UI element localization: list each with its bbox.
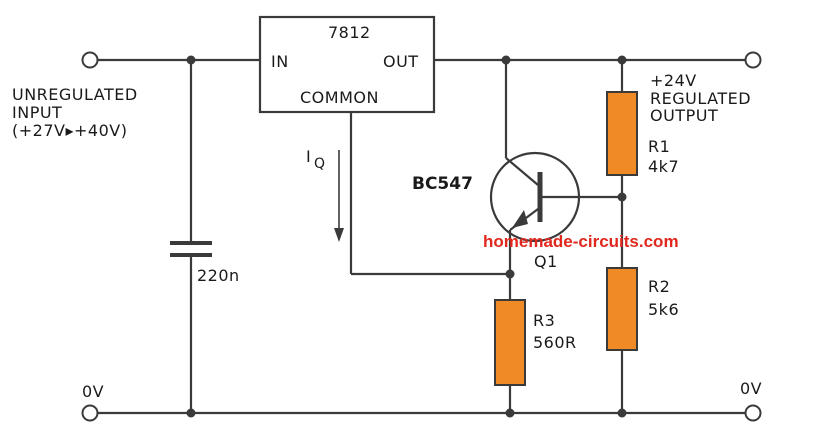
transistor-ref: Q1 xyxy=(534,252,558,271)
transistor-body xyxy=(489,151,581,243)
junction-dot xyxy=(617,192,627,202)
junction-dot xyxy=(505,408,515,418)
iq-symbol: I xyxy=(306,147,311,166)
regulator-common-pin: COMMON xyxy=(300,88,379,107)
resistor-r2: R2 5k6 xyxy=(606,267,679,351)
ground-terminal-left xyxy=(81,404,99,422)
regulator-in-pin: IN xyxy=(271,52,289,71)
input-label-line2: INPUT xyxy=(12,103,62,122)
input-label: UNREGULATED INPUT (+27V▸+40V) xyxy=(12,85,138,140)
junction-dot xyxy=(186,55,196,65)
junction-dot xyxy=(617,408,627,418)
ground-terminal-right xyxy=(744,404,762,422)
quiescent-current-arrow: I Q xyxy=(306,147,344,242)
capacitor-220n: 220n xyxy=(170,241,240,285)
regulator-part: 7812 xyxy=(328,23,371,42)
r1-body xyxy=(606,91,638,176)
output-label: +24V REGULATED OUTPUT xyxy=(650,71,751,125)
output-terminal xyxy=(744,51,762,69)
r2-value: 5k6 xyxy=(648,300,679,319)
r3-body xyxy=(494,299,526,386)
iq-arrow-head xyxy=(334,228,344,242)
wires xyxy=(98,58,745,415)
ground-label-right: 0V xyxy=(740,379,762,398)
regulator-body xyxy=(258,15,436,114)
transistor-emitter-arrow xyxy=(512,210,528,228)
input-label-line3: (+27V▸+40V) xyxy=(12,121,127,140)
capacitor-value: 220n xyxy=(197,266,240,285)
r2-ref: R2 xyxy=(648,277,670,296)
output-label-line1: +24V xyxy=(650,71,697,90)
iq-subscript: Q xyxy=(314,156,325,172)
r3-value: 560R xyxy=(533,333,577,352)
r1-value: 4k7 xyxy=(648,157,679,176)
transistor-collector xyxy=(505,157,539,186)
resistor-r3: R3 560R xyxy=(494,299,577,386)
ground-label-left: 0V xyxy=(82,382,104,401)
r1-ref: R1 xyxy=(648,137,670,156)
junction-dot xyxy=(501,55,511,65)
regulator-7812: 7812 IN OUT COMMON xyxy=(258,15,436,114)
r2-body xyxy=(606,267,638,351)
input-terminal xyxy=(81,51,99,69)
regulator-out-pin: OUT xyxy=(383,52,419,71)
resistor-r1: R1 4k7 xyxy=(606,91,679,176)
terminals xyxy=(81,51,762,422)
transistor-q1: BC547 Q1 xyxy=(412,151,581,271)
transistor-part: BC547 xyxy=(412,174,473,194)
input-label-line1: UNREGULATED xyxy=(12,85,138,104)
junction-dot xyxy=(505,269,515,279)
r3-ref: R3 xyxy=(533,311,555,330)
junction-dot xyxy=(617,55,627,65)
watermark: homemade-circuits.com xyxy=(483,232,679,251)
output-label-line3: OUTPUT xyxy=(650,106,718,125)
junctions xyxy=(186,55,627,418)
output-label-line2: REGULATED xyxy=(650,89,751,108)
junction-dot xyxy=(186,408,196,418)
